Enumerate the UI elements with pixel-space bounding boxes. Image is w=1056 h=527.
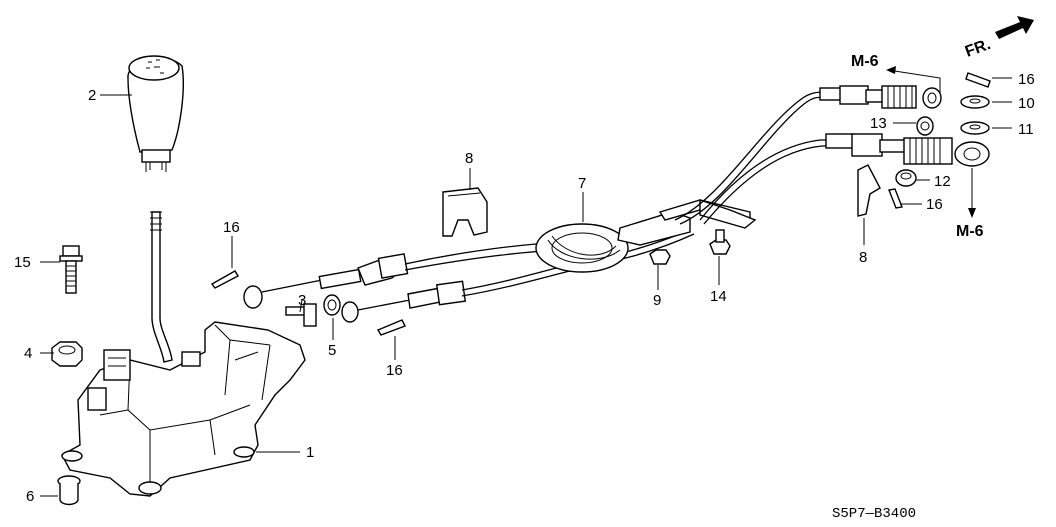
callout-labels: 2 1 3 4 5 6 7 8 8 9 10 11 12 13 14 15 16… — [14, 71, 1035, 505]
callout-12: 12 — [934, 173, 951, 190]
callout-13: 13 — [870, 115, 887, 132]
callout-16-center: 16 — [386, 362, 403, 379]
callout-16-left: 16 — [223, 219, 240, 236]
clip-pin-16-top-right — [965, 72, 991, 88]
bushing-part-12 — [895, 169, 917, 187]
callout-8-left: 8 — [465, 150, 473, 167]
clip-pin-16-lower-right — [888, 188, 903, 209]
callout-9: 9 — [653, 292, 661, 309]
callout-16-top-right: 16 — [1018, 71, 1035, 88]
callout-3: 3 — [298, 292, 306, 309]
cable-clip-8-left — [442, 187, 488, 237]
callout-7: 7 — [578, 175, 586, 192]
callout-5: 5 — [328, 342, 336, 359]
callout-14: 14 — [710, 288, 727, 305]
bolt-part-15 — [59, 245, 83, 294]
washer-part-11 — [960, 121, 990, 135]
shift-lever-housing — [61, 211, 306, 497]
nut-part-4 — [51, 341, 83, 367]
m6-reference-bottom: M-6 — [956, 223, 984, 240]
washer-part-10 — [960, 95, 990, 109]
collar-part-6 — [57, 475, 81, 506]
diagram-code: S5P7—B3400 — [832, 506, 916, 522]
clip-pin-16-center — [376, 319, 406, 336]
callout-10: 10 — [1018, 95, 1035, 112]
nut-part-9 — [649, 249, 671, 265]
callout-8-right: 8 — [859, 249, 867, 266]
callout-11: 11 — [1018, 121, 1034, 138]
shift-knob — [127, 55, 184, 172]
cable-clip-8-right — [857, 164, 881, 217]
front-direction-arrow: FR. — [963, 16, 1034, 61]
shift-cable-assembly — [243, 85, 990, 323]
callout-1: 1 — [306, 444, 314, 461]
callout-4: 4 — [24, 345, 32, 362]
callout-6: 6 — [26, 488, 34, 505]
callout-2: 2 — [88, 87, 96, 104]
bushing-part-5 — [323, 294, 341, 316]
clip-pin-16-left — [210, 270, 239, 289]
bolt-part-14 — [709, 229, 731, 255]
front-label: FR. — [963, 36, 993, 61]
callout-15: 15 — [14, 254, 31, 271]
leader-lines — [40, 66, 1012, 497]
m6-reference-top: M-6 — [851, 53, 879, 70]
pin-part-3 — [285, 303, 317, 327]
callout-16-lower-right: 16 — [926, 196, 943, 213]
bushing-part-13 — [916, 116, 934, 136]
